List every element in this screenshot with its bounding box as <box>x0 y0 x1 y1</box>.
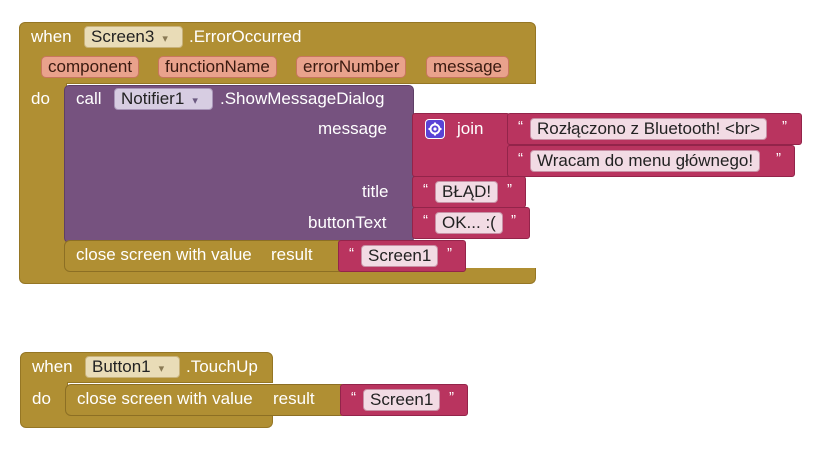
event-footer <box>20 414 273 428</box>
close-quote-icon: ” <box>511 212 516 229</box>
text-block-button-text[interactable]: “ OK... :( ” <box>412 207 530 239</box>
when-label: when <box>32 357 73 376</box>
text-field-returning[interactable]: Wracam do menu głównego! <box>530 150 761 172</box>
text-field-button-text[interactable]: OK... :( <box>435 212 503 234</box>
close-quote-icon: ” <box>449 389 454 406</box>
chevron-down-icon: ▾ <box>158 363 165 375</box>
text-field-disconnected[interactable]: Rozłączono z Bluetooth! <br> <box>530 118 768 140</box>
close-quote-icon: ” <box>776 150 781 167</box>
text-block-returning[interactable]: “ Wracam do menu głównego! ” <box>507 145 795 177</box>
join-label: join <box>457 119 484 138</box>
text-block-disconnected[interactable]: “ Rozłączono z Bluetooth! <br> ” <box>507 113 802 145</box>
button-text-socket-label: buttonText <box>308 213 387 232</box>
text-block-screen1[interactable]: “ Screen1 ” <box>338 240 466 272</box>
button-dropdown[interactable]: Button1 ▾ <box>85 356 180 378</box>
chevron-down-icon: ▾ <box>162 33 168 45</box>
event-name-label: .TouchUp <box>186 357 258 376</box>
call-block-body[interactable] <box>64 85 414 243</box>
do-label: do <box>31 89 50 108</box>
event-do-column <box>19 83 67 271</box>
open-quote-icon: “ <box>518 150 523 167</box>
close-quote-icon: ” <box>782 118 787 135</box>
param-chip-component[interactable]: component <box>41 56 140 78</box>
param-chip-function-name[interactable]: functionName <box>158 56 277 78</box>
result-socket-label: result <box>271 245 313 264</box>
notifier-dropdown-value: Notifier1 <box>121 89 185 108</box>
title-socket-label: title <box>362 182 389 201</box>
close-screen-label: close screen with value <box>77 389 253 408</box>
text-field-screen1[interactable]: Screen1 <box>361 245 439 267</box>
close-screen-label: close screen with value <box>76 245 252 264</box>
param-chip-message[interactable]: message <box>426 56 509 78</box>
close-screen-block-body[interactable] <box>64 240 344 272</box>
close-quote-icon: ” <box>447 245 452 262</box>
text-field-title[interactable]: BŁĄD! <box>435 181 499 203</box>
mutator-gear-icon[interactable] <box>425 119 445 139</box>
open-quote-icon: “ <box>518 118 523 135</box>
param-chip-error-number[interactable]: errorNumber <box>296 56 407 78</box>
open-quote-icon: “ <box>351 389 356 406</box>
text-field-screen1[interactable]: Screen1 <box>363 389 441 411</box>
close-quote-icon: ” <box>507 181 512 198</box>
event-footer <box>19 268 536 284</box>
component-dropdown-value: Screen3 <box>91 27 155 46</box>
close-screen-block-body[interactable] <box>65 384 347 416</box>
button-dropdown-value: Button1 <box>92 357 151 376</box>
text-block-screen1[interactable]: “ Screen1 ” <box>340 384 468 416</box>
method-name-label: .ShowMessageDialog <box>220 89 385 108</box>
result-socket-label: result <box>273 389 315 408</box>
do-label: do <box>32 389 51 408</box>
open-quote-icon: “ <box>349 245 354 262</box>
event-name-label: .ErrorOccurred <box>189 27 302 46</box>
chevron-down-icon: ▾ <box>192 95 198 107</box>
when-label: when <box>31 27 72 46</box>
notifier-dropdown[interactable]: Notifier1 ▾ <box>114 88 213 110</box>
text-block-title[interactable]: “ BŁĄD! ” <box>412 176 526 208</box>
open-quote-icon: “ <box>423 181 428 198</box>
message-socket-label: message <box>318 119 387 138</box>
event-do-column <box>20 382 68 416</box>
component-dropdown[interactable]: Screen3 ▾ <box>84 26 183 48</box>
open-quote-icon: “ <box>423 212 428 229</box>
call-label: call <box>76 89 102 108</box>
